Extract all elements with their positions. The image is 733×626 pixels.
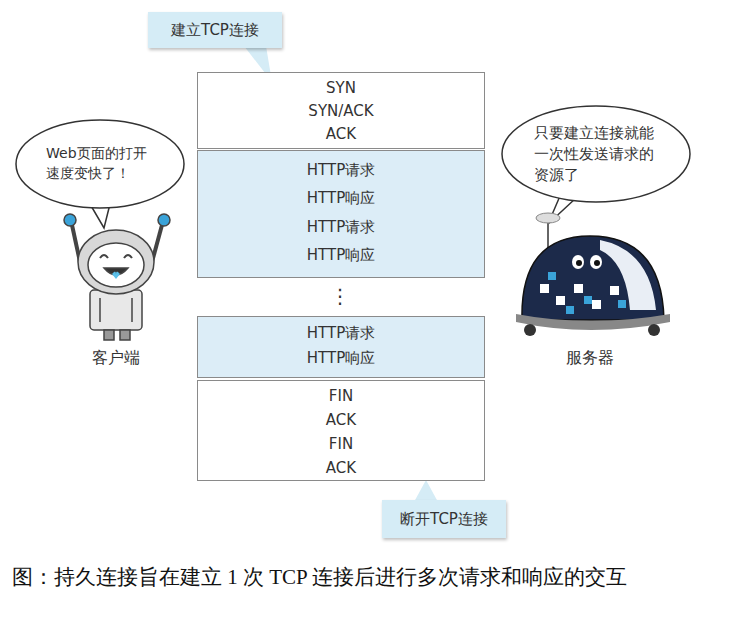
message-band: FIN ACK FIN ACK [197,380,485,481]
callout-box: 断开TCP连接 [382,500,506,538]
bubble-text: 只要建立连接就能一次性发送请求的资源了 [534,123,658,186]
client-robot [64,214,170,340]
ellipsis-mark: ⋮ [330,284,350,308]
callout-box: 建立TCP连接 [148,12,282,48]
message-band: SYN SYN/ACK ACK [197,72,485,149]
client-label: 客户端 [92,348,140,367]
callout-text: 建立TCP连接 [171,21,259,40]
message-label: ACK [321,125,361,143]
message-label: SYN [321,79,361,97]
speech-bubble: 只要建立连接就能一次性发送请求的资源了 [500,104,692,204]
message-label: HTTP响应 [302,189,380,207]
message-label: FIN [324,435,358,453]
figure-caption: 图：持久连接旨在建立 1 次 TCP 连接后进行多次请求和响应的交互 [12,562,702,592]
message-label: ACK [321,459,361,477]
message-label: HTTP响应 [302,246,380,264]
message-label: HTTP请求 [302,324,380,342]
message-label: HTTP请求 [302,218,380,236]
server-robot [516,213,670,336]
speech-bubble: Web页面的打开速度变快了！ [14,118,186,210]
message-label: HTTP请求 [302,161,380,179]
bubble-outline [14,118,186,210]
server-label: 服务器 [566,348,614,367]
callout-tail [414,480,438,502]
message-label: SYN/ACK [303,102,378,120]
message-label: FIN [324,387,358,405]
message-label: ACK [321,411,361,429]
message-band: HTTP请求 HTTP响应 [197,316,485,378]
message-label: HTTP响应 [302,349,380,367]
callout-text: 断开TCP连接 [400,510,488,529]
bubble-text: Web页面的打开速度变快了！ [46,144,154,183]
message-band: HTTP请求 HTTP响应 HTTP请求 HTTP响应 [197,150,485,278]
